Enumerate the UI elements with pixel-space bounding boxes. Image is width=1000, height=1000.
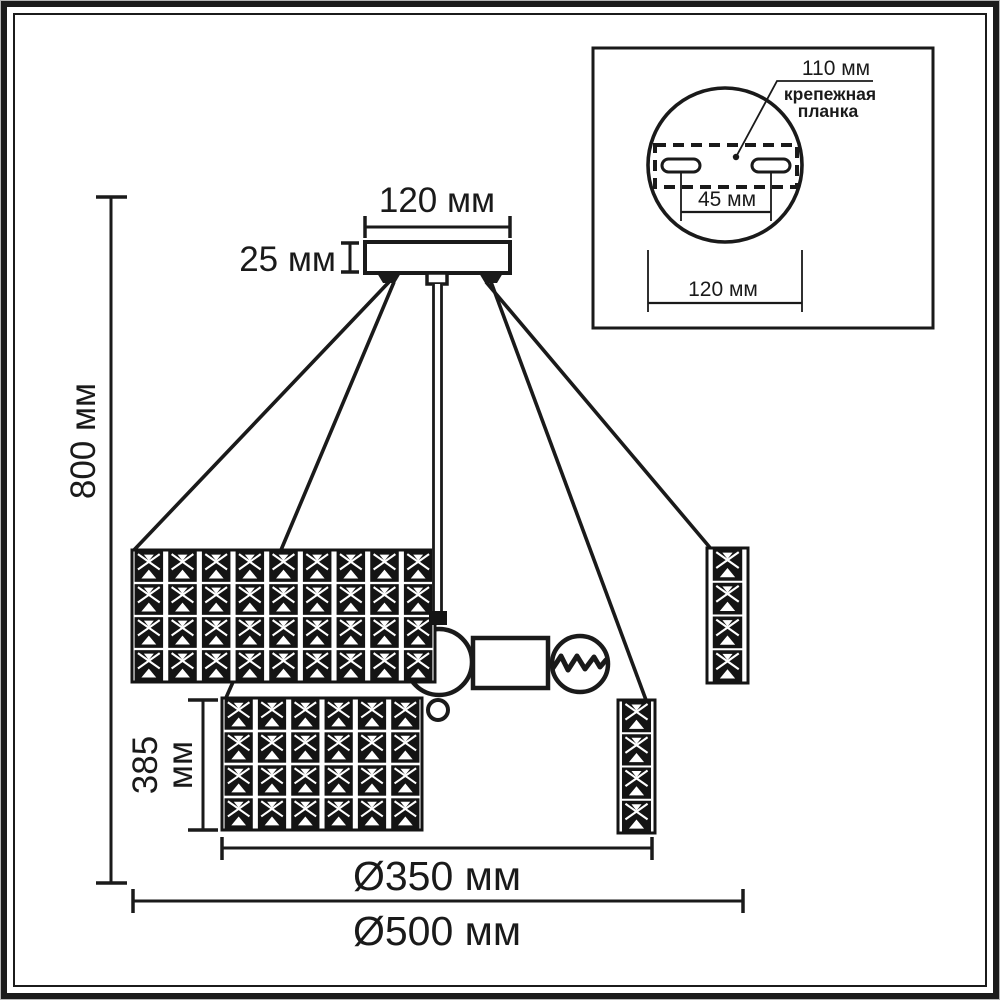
label-inner-diameter: Ø350 мм bbox=[353, 853, 521, 899]
label-inset-canopy-diameter: 120 мм bbox=[688, 278, 758, 301]
label-lower-height-unit: мм bbox=[161, 741, 200, 789]
ceiling-canopy bbox=[363, 240, 512, 286]
label-lower-height-value: 385 bbox=[126, 736, 165, 794]
suspension-wire-right-inner bbox=[489, 281, 648, 701]
suspension-wire-right-outer bbox=[484, 280, 714, 552]
label-plate-line2: планка bbox=[798, 101, 859, 121]
rod-end-nub bbox=[429, 611, 447, 625]
dim-total-height: 800 мм bbox=[64, 195, 127, 885]
upper-crystal-band bbox=[130, 548, 437, 684]
label-canopy-width: 120 мм bbox=[379, 181, 495, 220]
lower-crystal-band bbox=[220, 696, 424, 832]
label-plate-width: 110 мм bbox=[802, 57, 870, 80]
canopy-center-nub bbox=[425, 271, 449, 286]
slot-hole-right bbox=[750, 157, 792, 174]
label-plate-line1: крепежная bbox=[784, 84, 876, 104]
central-rod bbox=[429, 284, 447, 625]
leader-line bbox=[735, 80, 873, 158]
right-crystal-column bbox=[705, 546, 750, 685]
suspension-wire-left-inner bbox=[279, 281, 396, 551]
dim-canopy-height: 25 мм bbox=[239, 240, 359, 279]
suspension-wires bbox=[132, 280, 714, 701]
label-canopy-height: 25 мм bbox=[239, 240, 336, 279]
label-total-height: 800 мм bbox=[64, 383, 103, 499]
canopy-foot-left bbox=[377, 273, 401, 283]
dim-inset-canopy-diameter: 120 мм bbox=[647, 250, 803, 312]
dim-outer-diameter: Ø500 мм bbox=[131, 889, 745, 954]
bulb-socket bbox=[470, 635, 551, 691]
dim-inner-diameter: Ø350 мм bbox=[220, 837, 654, 899]
dim-canopy-width: 120 мм bbox=[363, 181, 512, 238]
decorative-sphere bbox=[426, 698, 450, 722]
dim-lower-section-height: 385 мм bbox=[126, 698, 218, 832]
slot-hole-left bbox=[660, 157, 702, 174]
canopy-top-view-circle bbox=[646, 86, 804, 244]
mounting-plate-outline bbox=[653, 143, 799, 189]
bulb-assembly bbox=[426, 633, 611, 722]
dim-hole-spacing: 45 мм bbox=[680, 173, 772, 221]
lower-right-crystal-column bbox=[616, 698, 657, 835]
filament-icon bbox=[550, 653, 609, 673]
label-outer-diameter: Ø500 мм bbox=[353, 908, 521, 954]
mounting-detail-inset: 110 мм крепежная планка 45 мм 120 мм bbox=[591, 46, 935, 330]
suspension-wire-left-outer bbox=[132, 280, 391, 552]
label-hole-spacing: 45 мм bbox=[698, 188, 756, 211]
canopy-foot-right bbox=[479, 273, 503, 283]
